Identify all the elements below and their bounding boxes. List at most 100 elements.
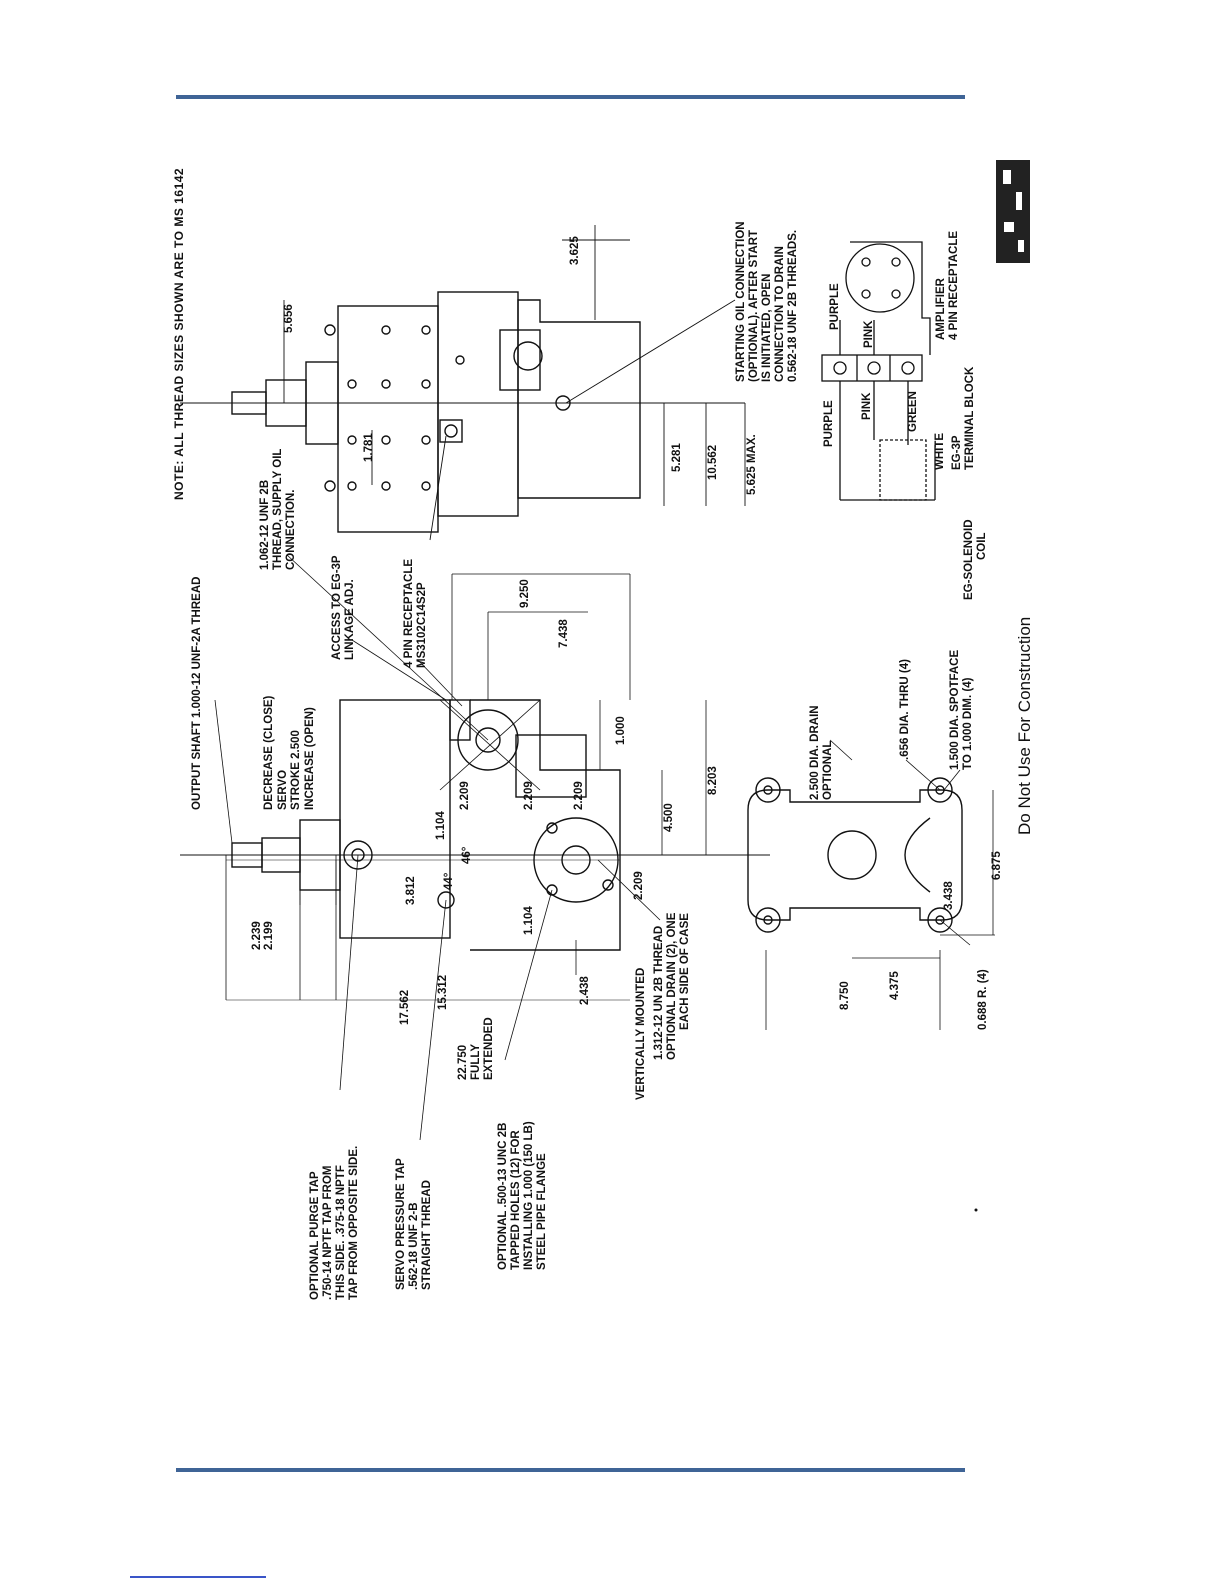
dim-2199: 2.199 — [263, 921, 275, 950]
servo-pressure-tap — [437, 891, 455, 909]
dim-2209-c: 2.209 — [573, 781, 585, 810]
wire-green: GREEN — [907, 391, 919, 432]
dim-2209-d: 2.209 — [633, 871, 645, 900]
svg-text:1.062-12 UNF 2B: 1.062-12 UNF 2B — [259, 480, 271, 570]
drain-thread-callout: 1.312-12 UN 2B THREAD OPTIONAL DRAIN (2)… — [653, 912, 691, 1060]
speck — [974, 1208, 978, 1212]
wire-purple-a: PURPLE — [829, 283, 841, 330]
amplifier-lead — [850, 241, 931, 355]
svg-text:CONNECTION TO DRAIN: CONNECTION TO DRAIN — [774, 246, 786, 382]
angle-44: 44° — [443, 872, 455, 890]
svg-text:EACH SIDE OF CASE: EACH SIDE OF CASE — [679, 913, 691, 1030]
dim-3812: 3.812 — [405, 876, 417, 905]
svg-text:TO 1.000 DIM. (4): TO 1.000 DIM. (4) — [962, 677, 974, 770]
svg-text:LINKAGE ADJ.: LINKAGE ADJ. — [344, 579, 356, 660]
purge-tap-callout: OPTIONAL PURGE TAP .750-14 NPTF TAP FROM… — [309, 1146, 360, 1300]
dim-5281: 5.281 — [671, 443, 683, 472]
dim-5656: 5.656 — [283, 304, 295, 333]
base-view — [747, 739, 995, 1030]
receptacle-callout: 4 PIN RECEPTACLE MS3102C14S2P — [403, 559, 428, 668]
solenoid-label-2: COIL — [976, 533, 988, 560]
amplifier-label-2: 4 PIN RECEPTACLE — [948, 231, 960, 340]
svg-text:STRAIGHT THREAD: STRAIGHT THREAD — [421, 1180, 433, 1290]
front-view — [180, 554, 770, 1141]
dim-1104-b: 1.104 — [523, 906, 535, 935]
dim-4500: 4.500 — [663, 803, 675, 832]
svg-text:0.562-18 UNF 2B THREADS.: 0.562-18 UNF 2B THREADS. — [787, 230, 799, 382]
angle-46: 46° — [461, 846, 473, 864]
servo-label: SERVO — [277, 770, 289, 810]
svg-text:22.750: 22.750 — [457, 1045, 469, 1080]
svg-text:ACCESS TO EG-3P: ACCESS TO EG-3P — [331, 555, 343, 660]
supply-oil-callout: 1.062-12 UNF 2B THREAD, SUPPLY OIL CONNE… — [259, 449, 297, 570]
radius-label: 0.688 R. (4) — [977, 969, 989, 1030]
top-rule — [176, 95, 965, 99]
dim-3438: 3.438 — [943, 881, 955, 910]
wire-pink-a: PINK — [863, 320, 875, 348]
svg-text:OPTIONAL PURGE TAP: OPTIONAL PURGE TAP — [309, 1171, 321, 1300]
wiring-diagram — [821, 241, 936, 501]
svg-text:THREAD, SUPPLY OIL: THREAD, SUPPLY OIL — [272, 449, 284, 570]
dim-2209-b: 2.209 — [523, 781, 535, 810]
dim-15312: 15.312 — [437, 975, 449, 1010]
base-drain-hole — [827, 830, 877, 880]
terminal-label-2: TERMINAL BLOCK — [964, 366, 976, 470]
flange-callout: OPTIONAL .500-13 UNC 2B TAPPED HOLES (12… — [497, 1121, 548, 1270]
svg-text:STARTING OIL CONNECTION: STARTING OIL CONNECTION — [735, 221, 747, 382]
dim-8750: 8.750 — [839, 981, 851, 1010]
svg-text:1.312-12 UN 2B THREAD: 1.312-12 UN 2B THREAD — [653, 926, 665, 1060]
side-bolts — [324, 324, 431, 492]
dim-2209-a: 2.209 — [459, 781, 471, 810]
bottom-rule — [176, 1468, 965, 1472]
access-callout: ACCESS TO EG-3P LINKAGE ADJ. — [331, 555, 356, 660]
dim-1104-a: 1.104 — [435, 811, 447, 840]
side-4pin-receptacle — [439, 419, 463, 443]
svg-text:TAP FROM OPPOSITE SIDE.: TAP FROM OPPOSITE SIDE. — [348, 1146, 360, 1300]
purge-tap — [343, 840, 373, 870]
starting-oil-leader — [565, 299, 736, 404]
terminal-label-1: EG-3P — [951, 435, 963, 470]
solenoid-coil — [879, 439, 927, 501]
dim-1781: 1.781 — [363, 433, 375, 462]
starting-oil-callout: STARTING OIL CONNECTION (OPTIONAL). AFTE… — [735, 221, 799, 382]
supply-oil-boss — [457, 709, 519, 771]
fully-extended-callout: 22.750 FULLY EXTENDED — [457, 1017, 495, 1080]
amplifier-label-1: AMPLIFIER — [935, 277, 947, 340]
side-view — [180, 225, 746, 541]
svg-text:IS INITIATED, OPEN: IS INITIATED, OPEN — [761, 274, 773, 382]
wire-white: WHITE — [934, 433, 946, 470]
side-boss-hole — [513, 341, 543, 371]
dim-7438: 7.438 — [558, 619, 570, 648]
base-plate — [747, 789, 963, 921]
svg-text:1.500 DIA. SPOTFACE: 1.500 DIA. SPOTFACE — [949, 650, 961, 770]
stroke-label: STROKE 2.500 — [290, 730, 302, 810]
front-lower-body — [470, 699, 621, 951]
dim-9250: 9.250 — [519, 579, 531, 608]
side-mid-body — [437, 291, 519, 517]
svg-text:FULLY: FULLY — [470, 1044, 482, 1080]
svg-text:SERVO PRESSURE TAP: SERVO PRESSURE TAP — [395, 1158, 407, 1290]
svg-text:INSTALLING 1.000 (150 LB): INSTALLING 1.000 (150 LB) — [523, 1121, 535, 1270]
dim-3625: 3.625 — [569, 236, 581, 265]
decrease-label: DECREASE (CLOSE) — [263, 695, 275, 810]
svg-text:OPTIONAL .500-13 UNC 2B: OPTIONAL .500-13 UNC 2B — [497, 1123, 509, 1270]
svg-text:.562-18 UNF 2-B: .562-18 UNF 2-B — [408, 1202, 420, 1290]
solenoid-label-1: EG-SOLENOID — [963, 519, 975, 600]
stamp-block — [996, 160, 1030, 263]
side-upper-body — [337, 305, 439, 533]
terminal-block — [821, 354, 923, 382]
svg-text:TAPPED HOLES (12) FOR: TAPPED HOLES (12) FOR — [510, 1130, 522, 1270]
svg-text:(OPTIONAL). AFTER START: (OPTIONAL). AFTER START — [748, 230, 760, 382]
svg-text:2.500 DIA. DRAIN: 2.500 DIA. DRAIN — [809, 705, 821, 800]
svg-text:EXTENDED: EXTENDED — [483, 1017, 495, 1080]
front-upper-body — [339, 699, 451, 939]
thread-size-note: NOTE: ALL THREAD SIZES SHOWN ARE TO MS 1… — [172, 168, 186, 500]
dim-4375: 4.375 — [889, 971, 901, 1000]
front-side-pad — [515, 734, 587, 798]
svg-text:MS3102C14S2P: MS3102C14S2P — [416, 582, 428, 668]
dim-2239: 2.239 — [251, 921, 263, 950]
dim-5625-max: 5.625 MAX. — [746, 434, 758, 495]
front-4pin-receptacle — [449, 699, 471, 741]
vertically-mounted-label: VERTICALLY MOUNTED — [635, 968, 647, 1100]
